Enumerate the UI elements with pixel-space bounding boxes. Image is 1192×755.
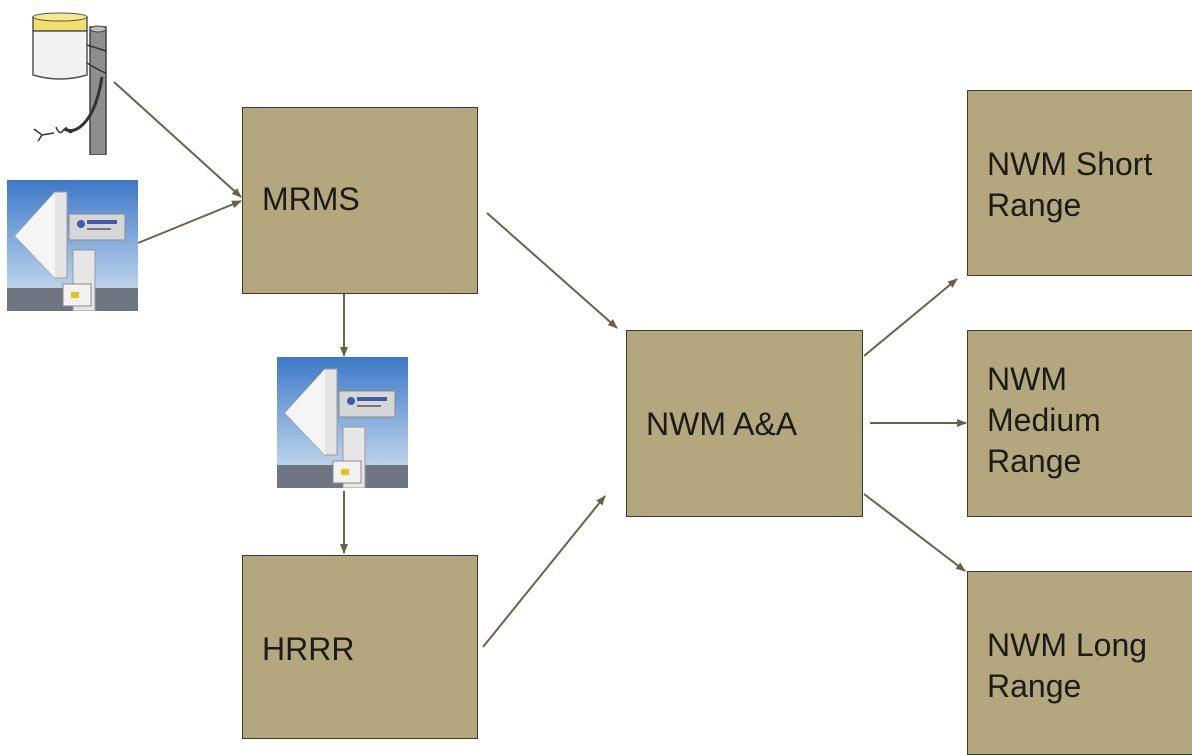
nwm-aa-box: NWM A&A	[626, 330, 863, 517]
nwm-aa-label: NWM A&A	[646, 406, 798, 442]
rain-gauge-icon	[32, 12, 107, 155]
mrms-label: MRMS	[262, 181, 360, 217]
arrow-gauge-to-mrms	[113, 81, 242, 198]
mrms-box: MRMS	[242, 107, 478, 294]
arrow-radar-to-mrms	[137, 200, 242, 244]
arrow-mrms-to-nwm	[486, 212, 618, 329]
radar-icon	[277, 357, 408, 488]
arrow-hrrr-to-nwm	[482, 495, 606, 648]
radar-icon	[7, 180, 138, 311]
nwm-medium-range-label: NWM Medium Range	[987, 361, 1101, 479]
nwm-short-range-box: NWM Short Range	[967, 90, 1192, 276]
hrrr-label: HRRR	[262, 631, 355, 667]
arrow-nwm-to-long	[863, 493, 966, 572]
nwm-medium-range-box: NWM Medium Range	[967, 330, 1192, 517]
nwm-long-range-box: NWM Long Range	[967, 571, 1192, 755]
hrrr-box: HRRR	[242, 555, 478, 739]
nwm-short-range-label: NWM Short Range	[987, 146, 1153, 223]
arrow-nwm-to-short	[863, 278, 958, 357]
nwm-long-range-label: NWM Long Range	[987, 627, 1148, 704]
